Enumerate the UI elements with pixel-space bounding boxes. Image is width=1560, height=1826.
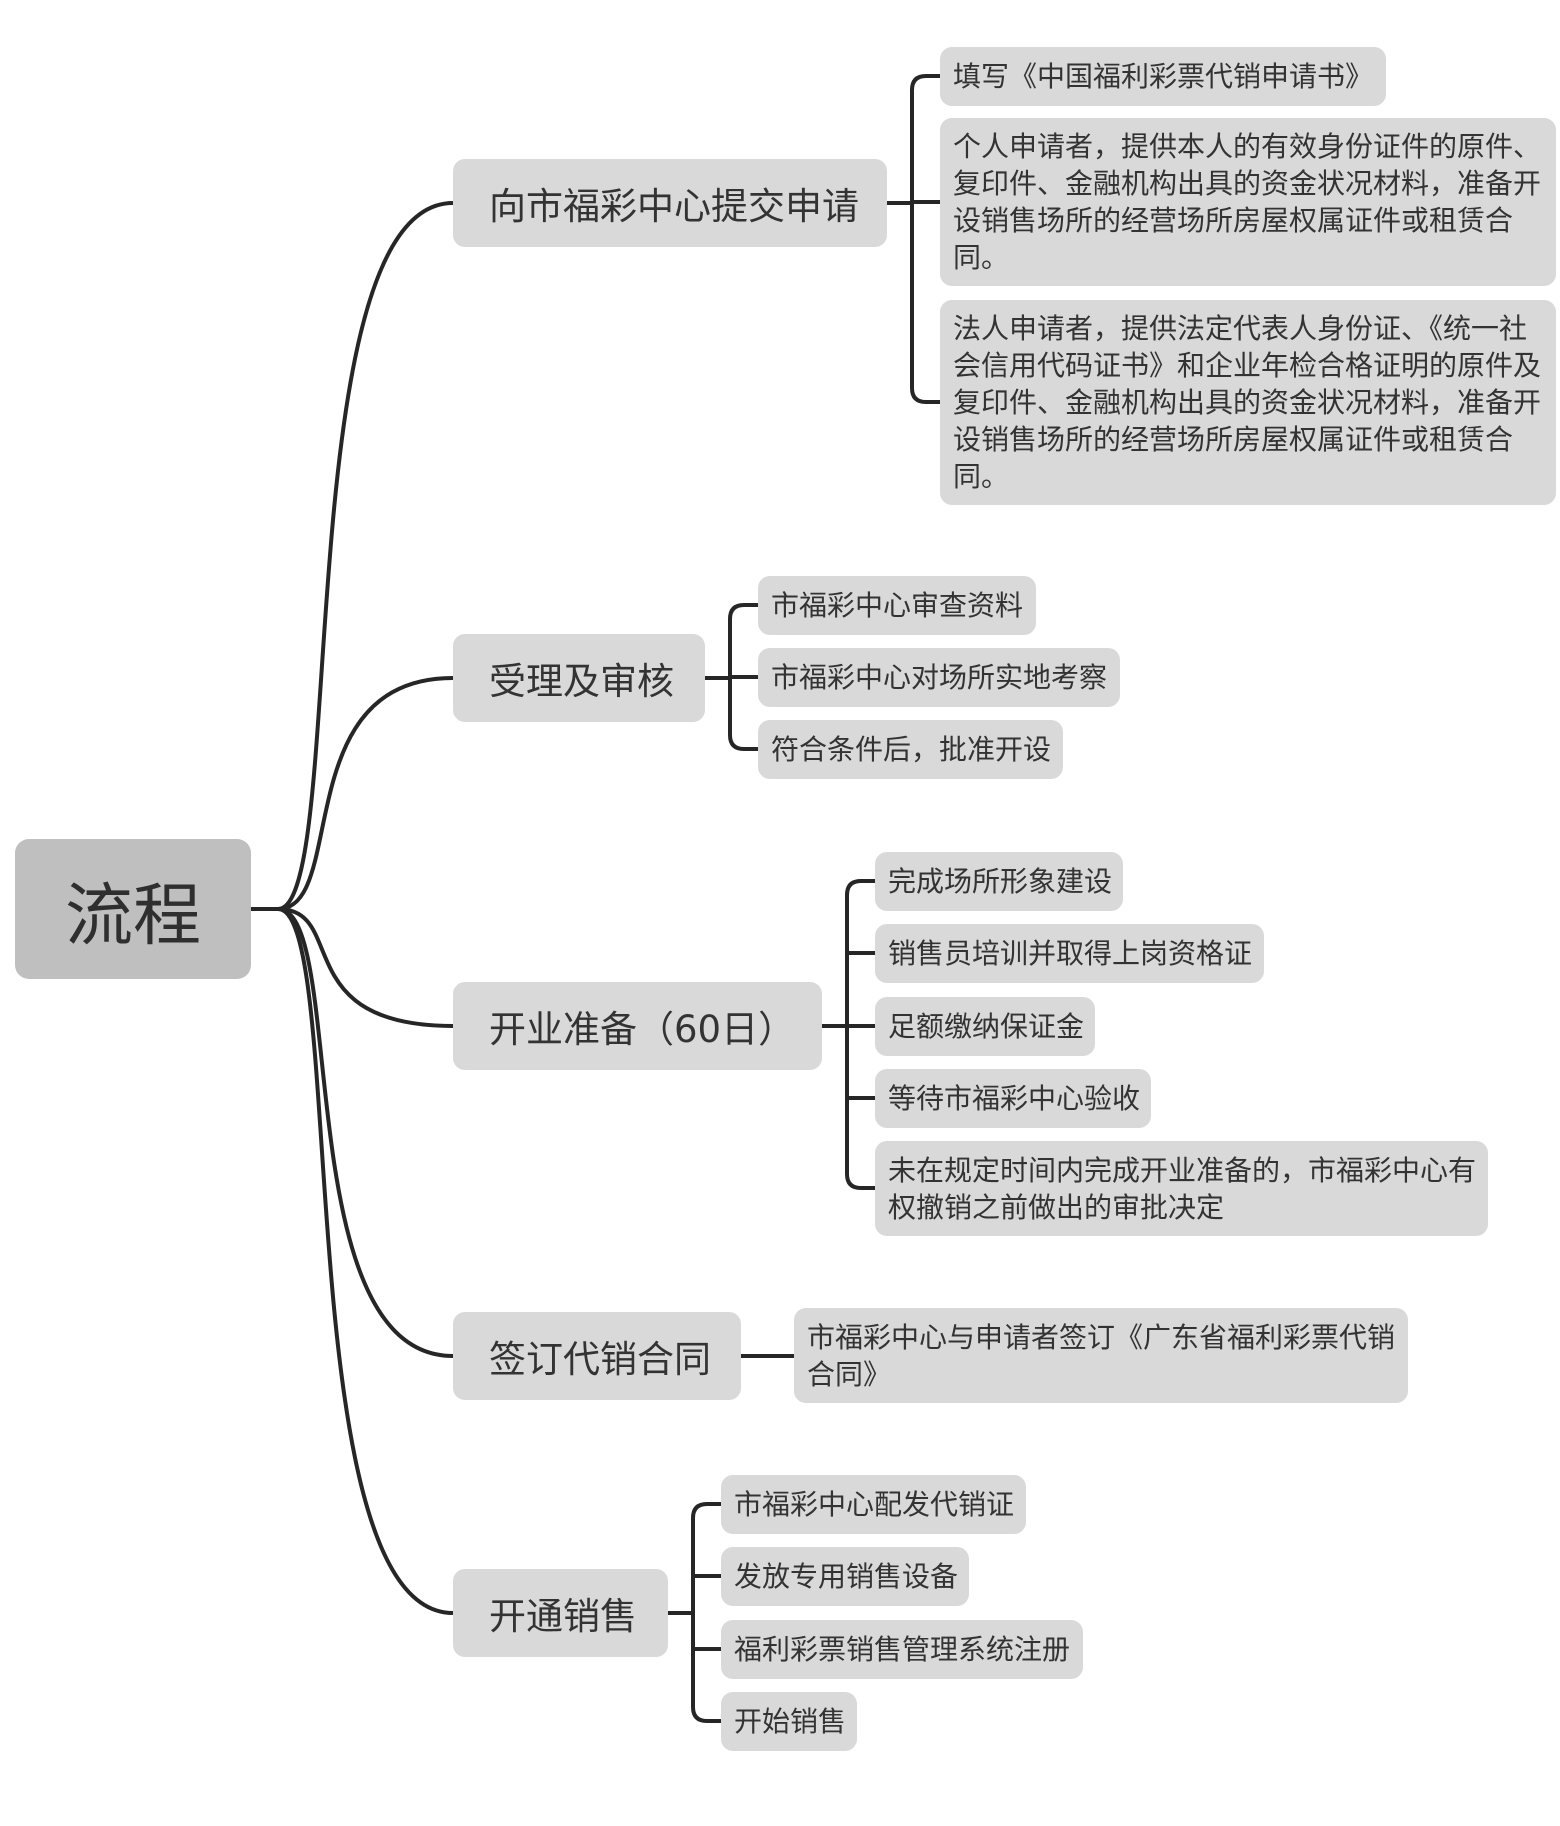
branch-connector-0 xyxy=(276,201,455,911)
root-label: 流程 xyxy=(64,876,201,956)
leaf-label: 市福彩中心与申请者签订《广东省福利彩票代销合同》 xyxy=(807,1320,1396,1391)
leaf-node: 市福彩中心与申请者签订《广东省福利彩票代销合同》 xyxy=(794,1308,1408,1403)
leaf-node: 足额缴纳保证金 xyxy=(875,997,1095,1056)
leaf-node: 等待市福彩中心验收 xyxy=(875,1069,1151,1128)
branch-connector-1 xyxy=(276,676,455,911)
leaf-node: 个人申请者，提供本人的有效身份证件的原件、复印件、金融机构出具的资金状况材料，准… xyxy=(940,118,1556,286)
leaf-label: 足额缴纳保证金 xyxy=(888,1010,1085,1043)
branch-node-sign-contract: 签订代销合同 xyxy=(453,1312,741,1400)
leaf-label: 个人申请者，提供本人的有效身份证件的原件、复印件、金融机构出具的资金状况材料，准… xyxy=(953,130,1542,274)
leaf-node: 发放专用销售设备 xyxy=(721,1547,969,1606)
leaf-node: 福利彩票销售管理系统注册 xyxy=(721,1620,1083,1679)
leaf-node: 销售员培训并取得上岗资格证 xyxy=(875,924,1264,983)
leaf-label: 开始销售 xyxy=(734,1705,847,1738)
group-bracket-4 xyxy=(691,1502,723,1723)
leaf-node: 市福彩中心对场所实地考察 xyxy=(758,648,1120,707)
leaf-node: 市福彩中心审查资料 xyxy=(758,576,1036,635)
leaf-label: 市福彩中心配发代销证 xyxy=(734,1488,1015,1521)
leaf-label: 法人申请者，提供法定代表人身份证、《统一社会信用代码证书》和企业年检合格证明的原… xyxy=(953,312,1542,493)
branch-label: 向市福彩中心提交申请 xyxy=(489,185,859,228)
leaf-node: 未在规定时间内完成开业准备的，市福彩中心有权撤销之前做出的审批决定 xyxy=(875,1141,1488,1236)
leaf-label: 未在规定时间内完成开业准备的，市福彩中心有权撤销之前做出的审批决定 xyxy=(888,1153,1477,1224)
leaf-node: 符合条件后，批准开设 xyxy=(758,720,1063,779)
leaf-label: 符合条件后，批准开设 xyxy=(771,733,1052,766)
leaf-label: 销售员培训并取得上岗资格证 xyxy=(888,937,1253,970)
group-bracket-2 xyxy=(845,879,877,1190)
leaf-node: 法人申请者，提供法定代表人身份证、《统一社会信用代码证书》和企业年检合格证明的原… xyxy=(940,300,1556,505)
leaf-label: 等待市福彩中心验收 xyxy=(888,1082,1141,1115)
branch-node-review: 受理及审核 xyxy=(453,634,705,722)
leaf-node: 填写《中国福利彩票代销申请书》 xyxy=(940,47,1386,106)
leaf-node: 开始销售 xyxy=(721,1692,857,1751)
branch-connector-3 xyxy=(276,907,455,1358)
branch-label: 开通销售 xyxy=(489,1595,637,1638)
branch-node-opening-preparation: 开业准备（60日） xyxy=(453,982,822,1070)
leaf-node: 完成场所形象建设 xyxy=(875,852,1123,911)
branch-connector-2 xyxy=(276,907,455,1028)
leaf-label: 填写《中国福利彩票代销申请书》 xyxy=(953,60,1374,93)
root-node: 流程 xyxy=(15,839,251,979)
leaf-label: 市福彩中心对场所实地考察 xyxy=(771,661,1108,694)
leaf-label: 完成场所形象建设 xyxy=(888,865,1113,898)
branch-label: 开业准备（60日） xyxy=(489,1008,796,1051)
branch-label: 签订代销合同 xyxy=(489,1338,711,1381)
branch-label: 受理及审核 xyxy=(489,660,674,703)
group-bracket-0 xyxy=(910,74,942,404)
leaf-node: 市福彩中心配发代销证 xyxy=(721,1475,1026,1534)
branch-node-submit-application: 向市福彩中心提交申请 xyxy=(453,159,887,247)
branch-connector-4 xyxy=(276,907,455,1615)
leaf-label: 市福彩中心审查资料 xyxy=(771,589,1024,622)
branch-node-start-sales: 开通销售 xyxy=(453,1569,668,1657)
leaf-label: 发放专用销售设备 xyxy=(734,1560,959,1593)
leaf-label: 福利彩票销售管理系统注册 xyxy=(734,1633,1071,1666)
